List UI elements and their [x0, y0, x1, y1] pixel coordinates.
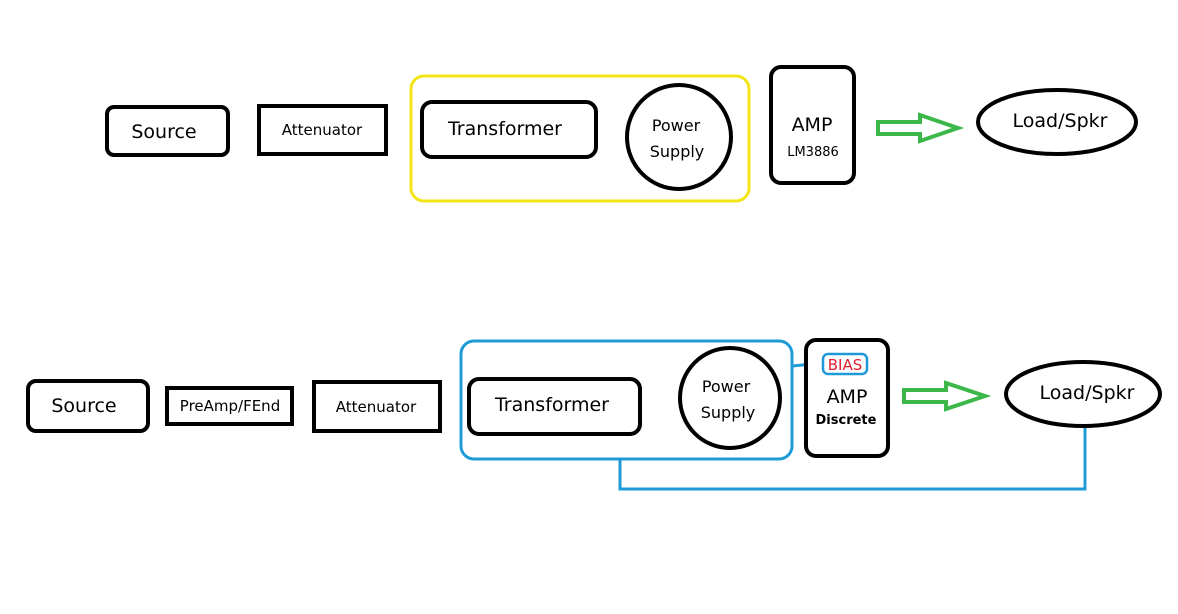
bottom-preamp-label: PreAmp/FEnd	[180, 397, 280, 415]
bottom-diagram: Source PreAmp/FEnd Attenuator Transforme…	[26, 338, 1162, 491]
bottom-load-block: Load/Spkr	[1004, 360, 1162, 428]
top-source-block: Source	[105, 105, 230, 157]
bottom-attenuator-label: Attenuator	[336, 398, 417, 416]
bottom-load-label: Load/Spkr	[1040, 382, 1135, 404]
top-attenuator-block: Attenuator	[257, 104, 388, 156]
top-amp-block: AMP LM3886	[769, 65, 856, 185]
bottom-bias-badge: BIAS	[821, 352, 869, 376]
top-output-arrow	[876, 112, 965, 144]
bottom-power-supply-label-line2: Supply	[701, 403, 756, 422]
bottom-power-group-border	[459, 339, 794, 461]
top-load-block: Load/Spkr	[976, 88, 1138, 156]
top-power-supply-label-line1: Power	[652, 116, 701, 135]
bottom-bias-label: BIAS	[828, 356, 863, 374]
top-load-label: Load/Spkr	[1013, 110, 1108, 132]
bottom-feedback-line	[618, 426, 1087, 491]
top-diagram: Source Attenuator Transformer Power Supp…	[105, 65, 1138, 203]
top-source-label: Source	[131, 121, 196, 143]
top-transformer-label: Transformer	[447, 118, 562, 140]
top-power-group-border	[409, 74, 751, 203]
bottom-output-arrow	[902, 380, 992, 412]
bottom-attenuator-block: Attenuator	[312, 380, 442, 433]
bottom-transformer-block: Transformer	[467, 377, 642, 436]
bottom-amp-label: AMP	[827, 386, 868, 408]
bottom-source-label: Source	[51, 395, 116, 417]
top-attenuator-label: Attenuator	[282, 121, 363, 139]
top-power-supply-block: Power Supply	[625, 83, 733, 191]
bottom-preamp-block: PreAmp/FEnd	[165, 386, 294, 426]
bottom-power-supply-label-line1: Power	[702, 377, 751, 396]
top-amp-label: AMP	[792, 114, 833, 136]
bottom-source-block: Source	[26, 379, 150, 433]
bottom-power-supply-block: Power Supply	[678, 346, 782, 450]
bottom-amp-type-label: Discrete	[816, 413, 877, 428]
top-power-supply-label-line2: Supply	[650, 142, 705, 161]
top-transformer-block: Transformer	[420, 100, 598, 159]
top-amp-chip-label: LM3886	[787, 145, 839, 160]
bottom-transformer-label: Transformer	[494, 394, 609, 416]
